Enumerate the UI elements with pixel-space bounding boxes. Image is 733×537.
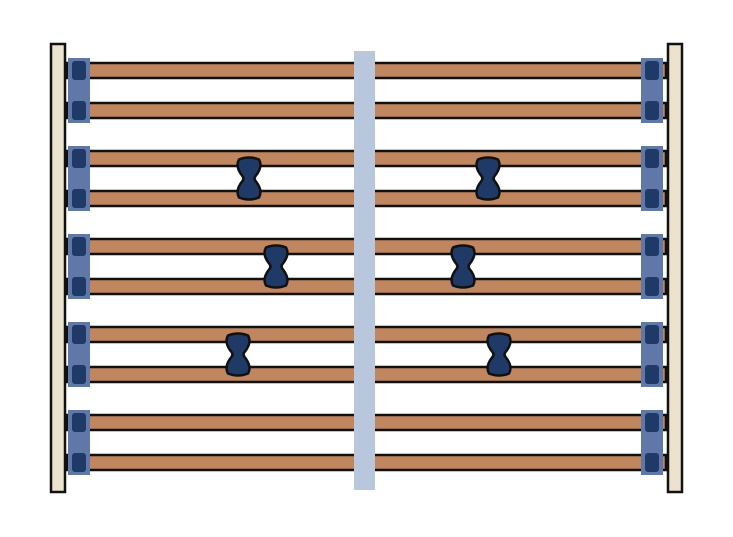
firmness-adjuster-right bbox=[475, 156, 501, 201]
left-frame-rail bbox=[49, 42, 67, 494]
slat-end-cap-left bbox=[72, 277, 86, 296]
slat-end-cap-left bbox=[72, 101, 86, 120]
right-frame-rail bbox=[666, 42, 684, 494]
center-spine-segment bbox=[354, 453, 375, 472]
slat-end-cap-right bbox=[645, 365, 659, 384]
center-spine-segment bbox=[354, 277, 375, 296]
firmness-adjuster-left bbox=[236, 156, 262, 201]
slat-end-cap-right bbox=[645, 101, 659, 120]
slat-end-cap-right bbox=[645, 149, 659, 168]
slat-end-cap-right bbox=[645, 413, 659, 432]
slat-end-cap-right bbox=[645, 189, 659, 208]
slat-end-cap-right bbox=[645, 61, 659, 80]
frame-rails-layer bbox=[49, 42, 684, 494]
slat-end-cap-left bbox=[72, 365, 86, 384]
firmness-adjuster-left bbox=[263, 244, 289, 289]
center-spine-segment bbox=[354, 413, 375, 432]
slat-end-cap-left bbox=[72, 61, 86, 80]
slat-end-cap-right bbox=[645, 277, 659, 296]
slat-end-cap-left bbox=[72, 237, 86, 256]
slat-end-cap-right bbox=[645, 325, 659, 344]
firmness-adjuster-left bbox=[225, 332, 251, 377]
center-spine-segment bbox=[354, 61, 375, 80]
center-spine-segment bbox=[354, 365, 375, 384]
slat-holders-layer bbox=[68, 58, 663, 475]
firmness-adjuster-right bbox=[450, 244, 476, 289]
slat-end-cap-left bbox=[72, 413, 86, 432]
center-spine-segment bbox=[354, 189, 375, 208]
slat-end-cap-left bbox=[72, 149, 86, 168]
center-spine-segment bbox=[354, 237, 375, 256]
slats-layer bbox=[65, 61, 668, 472]
firmness-adjusters-layer bbox=[225, 156, 512, 377]
firmness-adjuster-right bbox=[486, 332, 512, 377]
slat-end-cap-left bbox=[72, 453, 86, 472]
slat-end-cap-left bbox=[72, 189, 86, 208]
center-spine-segment bbox=[354, 325, 375, 344]
center-spine-segment bbox=[354, 149, 375, 168]
slat-end-cap-left bbox=[72, 325, 86, 344]
center-spine-segment bbox=[354, 101, 375, 120]
slat-end-cap-right bbox=[645, 453, 659, 472]
slat-end-cap-right bbox=[645, 237, 659, 256]
